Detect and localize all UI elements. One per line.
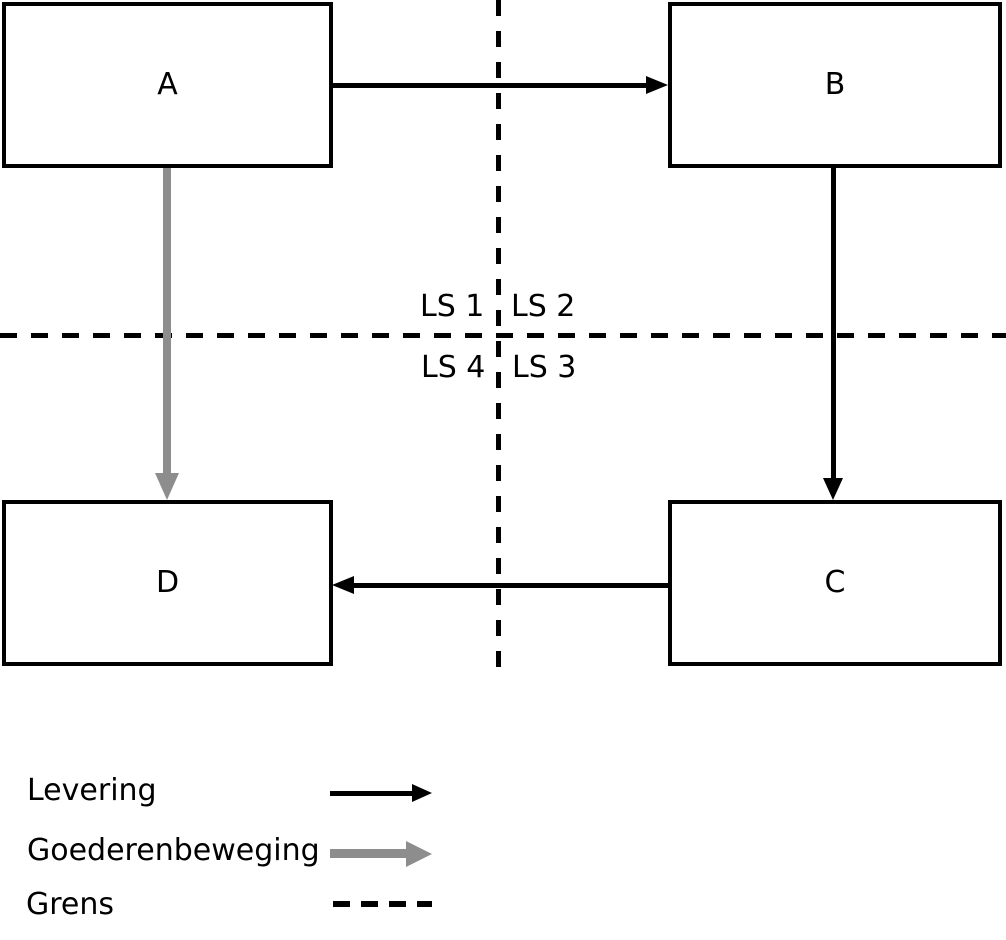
quadrant-label-ls4: LS 4	[421, 350, 486, 385]
arrow-c-to-d-line	[352, 583, 668, 588]
arrow-c-to-d-arrowhead-left-icon	[332, 576, 354, 594]
arrow-a-to-d-goods-arrowhead-down-icon	[155, 473, 179, 500]
node-label-c: C	[824, 565, 846, 600]
legend-levering-arrowhead-right-icon	[412, 784, 432, 802]
node-box-b: B	[668, 2, 1002, 168]
legend-label-levering: Levering	[27, 773, 157, 808]
grens-horizontal-dashed-line	[0, 333, 1006, 338]
legend-label-grens: Grens	[26, 887, 115, 922]
quadrant-label-ls2: LS 2	[511, 289, 576, 324]
quadrant-label-ls1: LS 1	[420, 289, 485, 324]
grens-vertical-dashed-line	[496, 0, 501, 668]
node-box-c: C	[668, 500, 1002, 666]
node-box-d: D	[2, 500, 333, 666]
legend-goederenbeweging-arrow-line	[330, 849, 408, 858]
quadrant-label-ls3: LS 3	[512, 350, 577, 385]
node-box-a: A	[2, 2, 333, 168]
legend-levering-arrow-line	[330, 791, 414, 796]
arrow-a-to-d-goods-line	[163, 168, 171, 476]
arrow-a-to-b-line	[333, 83, 649, 88]
node-label-a: A	[157, 67, 178, 102]
node-label-b: B	[824, 67, 846, 102]
legend-goederenbeweging-arrowhead-right-icon	[406, 841, 432, 867]
arrow-b-to-c-arrowhead-down-icon	[823, 478, 843, 500]
arrow-b-to-c-line	[831, 168, 836, 480]
legend-grens-dashed-line-icon	[333, 901, 432, 907]
node-label-d: D	[155, 565, 180, 600]
arrow-a-to-b-arrowhead-right-icon	[646, 76, 668, 94]
legend-label-goederenbeweging: Goederenbeweging	[27, 833, 320, 868]
